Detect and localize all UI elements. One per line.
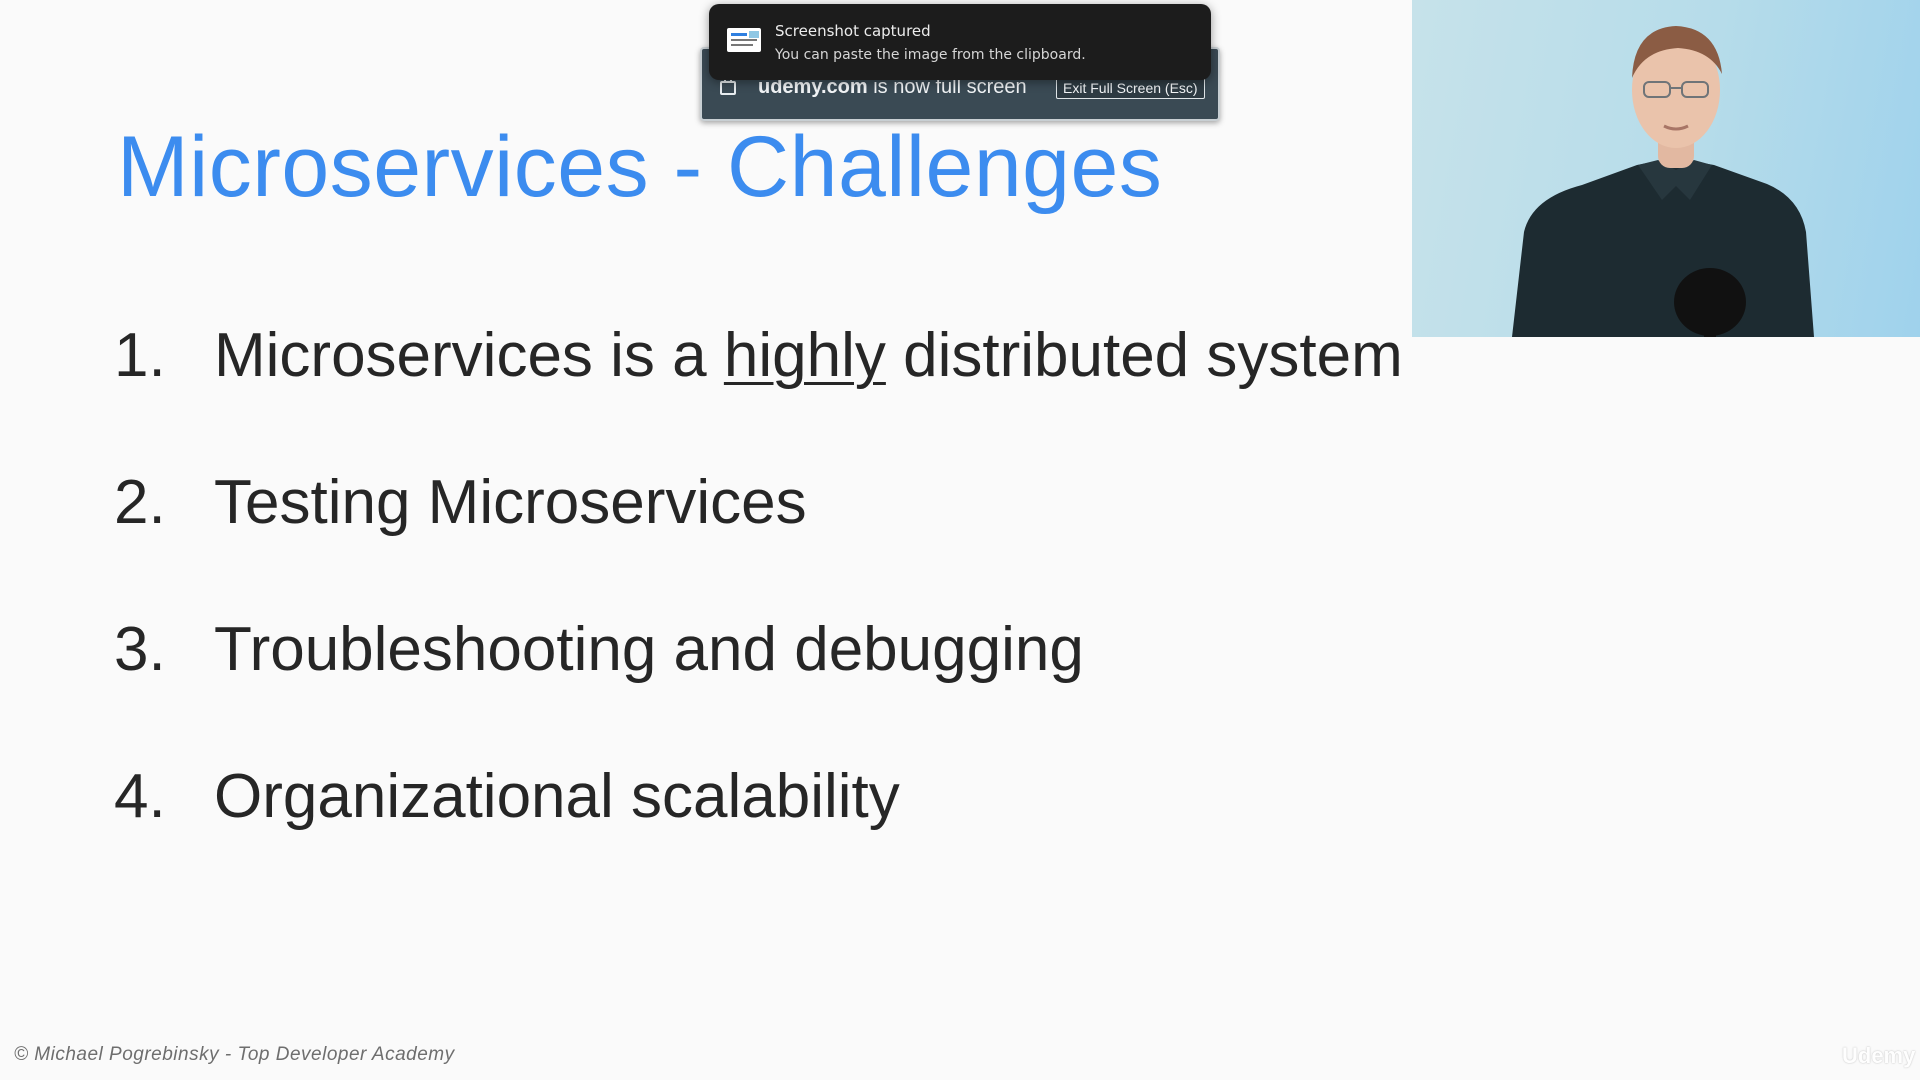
fullscreen-status-text: is now full screen (867, 76, 1027, 98)
challenge-item-4: 4. Organizational scalability (114, 761, 1403, 908)
challenge-number: 4. (114, 762, 166, 831)
challenge-text: Testing Microservices (214, 468, 807, 537)
challenge-item-3: 3. Troubleshooting and debugging (114, 614, 1403, 761)
challenge-item-1: 1. Microservices is a highly distributed… (114, 320, 1403, 467)
challenge-list: 1. Microservices is a highly distributed… (114, 320, 1403, 908)
screenshot-thumbnail-icon (727, 28, 761, 52)
challenge-text: Troubleshooting and debugging (214, 615, 1084, 684)
screenshot-toast[interactable]: Screenshot captured You can paste the im… (709, 4, 1211, 80)
udemy-watermark: Udemy (1842, 1043, 1916, 1068)
challenge-number: 3. (114, 615, 166, 684)
lock-icon (720, 76, 736, 95)
challenge-number: 1. (114, 321, 166, 390)
challenge-text-start: Microservices is a (214, 321, 724, 390)
challenge-emphasis: highly (723, 321, 886, 390)
presenter-figure (1512, 26, 1814, 337)
fullscreen-message: udemy.com is now full screen (758, 76, 1027, 99)
presenter-video (1412, 0, 1920, 337)
fullscreen-domain: udemy.com (758, 76, 868, 98)
challenge-text: Microservices is a highly distributed sy… (214, 320, 1403, 391)
toast-body: You can paste the image from the clipboa… (775, 47, 1086, 63)
challenge-text-end: distributed system (885, 321, 1403, 390)
slide-title: Microservices - Challenges (117, 119, 1163, 215)
copyright-notice: © Michael Pogrebinsky - Top Developer Ac… (14, 1044, 455, 1065)
toast-title: Screenshot captured (775, 22, 931, 40)
exit-fullscreen-button[interactable]: Exit Full Screen (Esc) (1056, 77, 1205, 99)
challenge-item-2: 2. Testing Microservices (114, 467, 1403, 614)
challenge-text: Organizational scalability (214, 762, 900, 831)
challenge-number: 2. (114, 468, 166, 537)
